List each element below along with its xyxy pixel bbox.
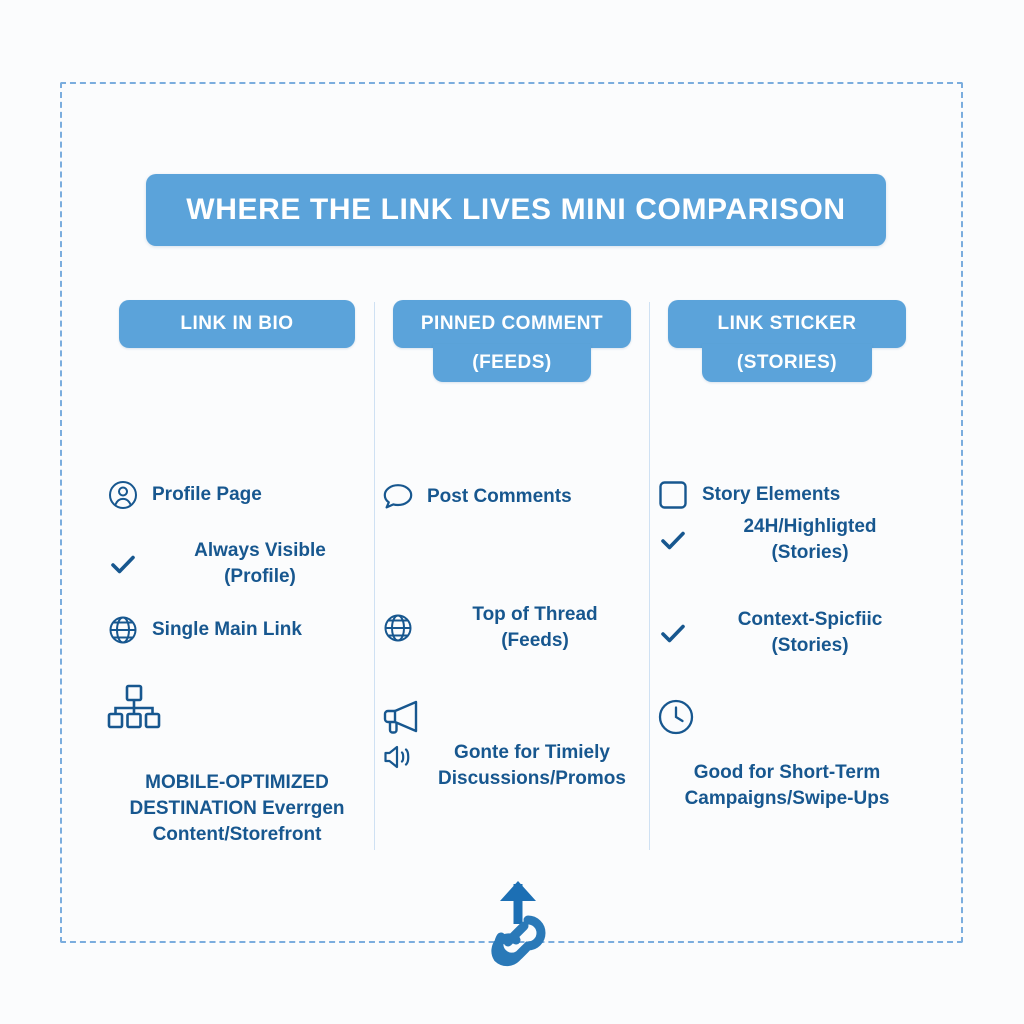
page-title-banner: WHERE THE LINK LIVES MINI COMPARISON: [146, 174, 886, 246]
feature-row: Post Comments: [375, 480, 649, 514]
sitemap-icon: [106, 683, 162, 731]
feature-label: Context-Spicfiic(Stories): [737, 609, 883, 656]
feature-row: Story Elements: [650, 478, 924, 512]
check-icon: [106, 547, 140, 581]
globe-icon: [381, 611, 415, 645]
feature-row: Profile Page: [100, 478, 374, 512]
feature-row: Single Main Link: [100, 613, 374, 647]
feature-list: Post Comments Top of Thread(Feeds): [375, 444, 649, 737]
comparison-column-pinned-comment: PINNED COMMENT (FEEDS) Post Comments: [375, 300, 649, 860]
column-header-line-2: (STORIES): [702, 344, 872, 382]
feature-label: Story Elements: [702, 484, 841, 506]
speech-bubble-icon: [381, 480, 415, 514]
column-header-link-in-bio: LINK IN BIO: [100, 300, 374, 396]
comparison-columns: LINK IN BIO Profile Page: [100, 300, 924, 860]
column-footer-pinned-comment: Gonte for Timiely Discussions/Promos: [375, 740, 649, 792]
column-header-line-1: LINK STICKER: [668, 300, 906, 348]
feature-row: [375, 697, 649, 737]
column-divider: [374, 302, 375, 850]
column-header-pinned-comment: PINNED COMMENT (FEEDS): [375, 300, 649, 396]
check-icon: [656, 523, 690, 557]
feature-row: 24H/Highligted(Stories): [650, 514, 924, 565]
feature-label: Single Main Link: [152, 619, 302, 641]
feature-row: Context-Spicfiic(Stories): [650, 607, 924, 658]
footer-text: Gonte for Timiely Discussions/Promos: [438, 742, 626, 790]
column-header-line-1: LINK IN BIO: [119, 300, 355, 348]
feature-list: Profile Page Always Visible(Profile): [100, 444, 374, 731]
feature-list: Story Elements 24H/Highligted(Stories) C…: [650, 444, 924, 737]
page-title: WHERE THE LINK LIVES MINI COMPARISON: [186, 193, 846, 226]
megaphone-icon: [381, 697, 425, 737]
feature-row: Top of Thread(Feeds): [375, 602, 649, 653]
feature-row: [650, 697, 924, 737]
feature-row: [100, 683, 374, 731]
footer-text: Good for Short-Term Campaigns/Swipe-Ups: [684, 762, 890, 810]
user-circle-icon: [106, 478, 140, 512]
column-header-link-sticker: LINK STICKER (STORIES): [650, 300, 924, 396]
comparison-column-link-sticker: LINK STICKER (STORIES) Story Elements: [650, 300, 924, 860]
comparison-column-link-in-bio: LINK IN BIO Profile Page: [100, 300, 374, 860]
column-footer-link-in-bio: MOBILE-OPTIMIZED DESTINATION Everrgen Co…: [100, 770, 374, 849]
feature-label: Always Visible(Profile): [194, 540, 326, 587]
clock-icon: [656, 697, 696, 737]
link-arrow-up-icon: [478, 878, 558, 984]
feature-label: Top of Thread(Feeds): [472, 604, 598, 651]
column-footer-link-sticker: Good for Short-Term Campaigns/Swipe-Ups: [650, 760, 924, 812]
feature-row: Always Visible(Profile): [100, 538, 374, 589]
square-outline-icon: [656, 478, 690, 512]
column-header-line-2: (FEEDS): [433, 344, 591, 382]
feature-label: Profile Page: [152, 484, 262, 506]
footer-text: MOBILE-OPTIMIZED DESTINATION Everrgen Co…: [129, 772, 345, 846]
feature-label: 24H/Highligted(Stories): [743, 516, 877, 563]
speaker-icon: [383, 742, 413, 772]
feature-label: Post Comments: [427, 486, 572, 508]
check-icon: [656, 616, 690, 650]
column-divider: [649, 302, 650, 850]
globe-icon: [106, 613, 140, 647]
column-header-line-1: PINNED COMMENT: [393, 300, 631, 348]
